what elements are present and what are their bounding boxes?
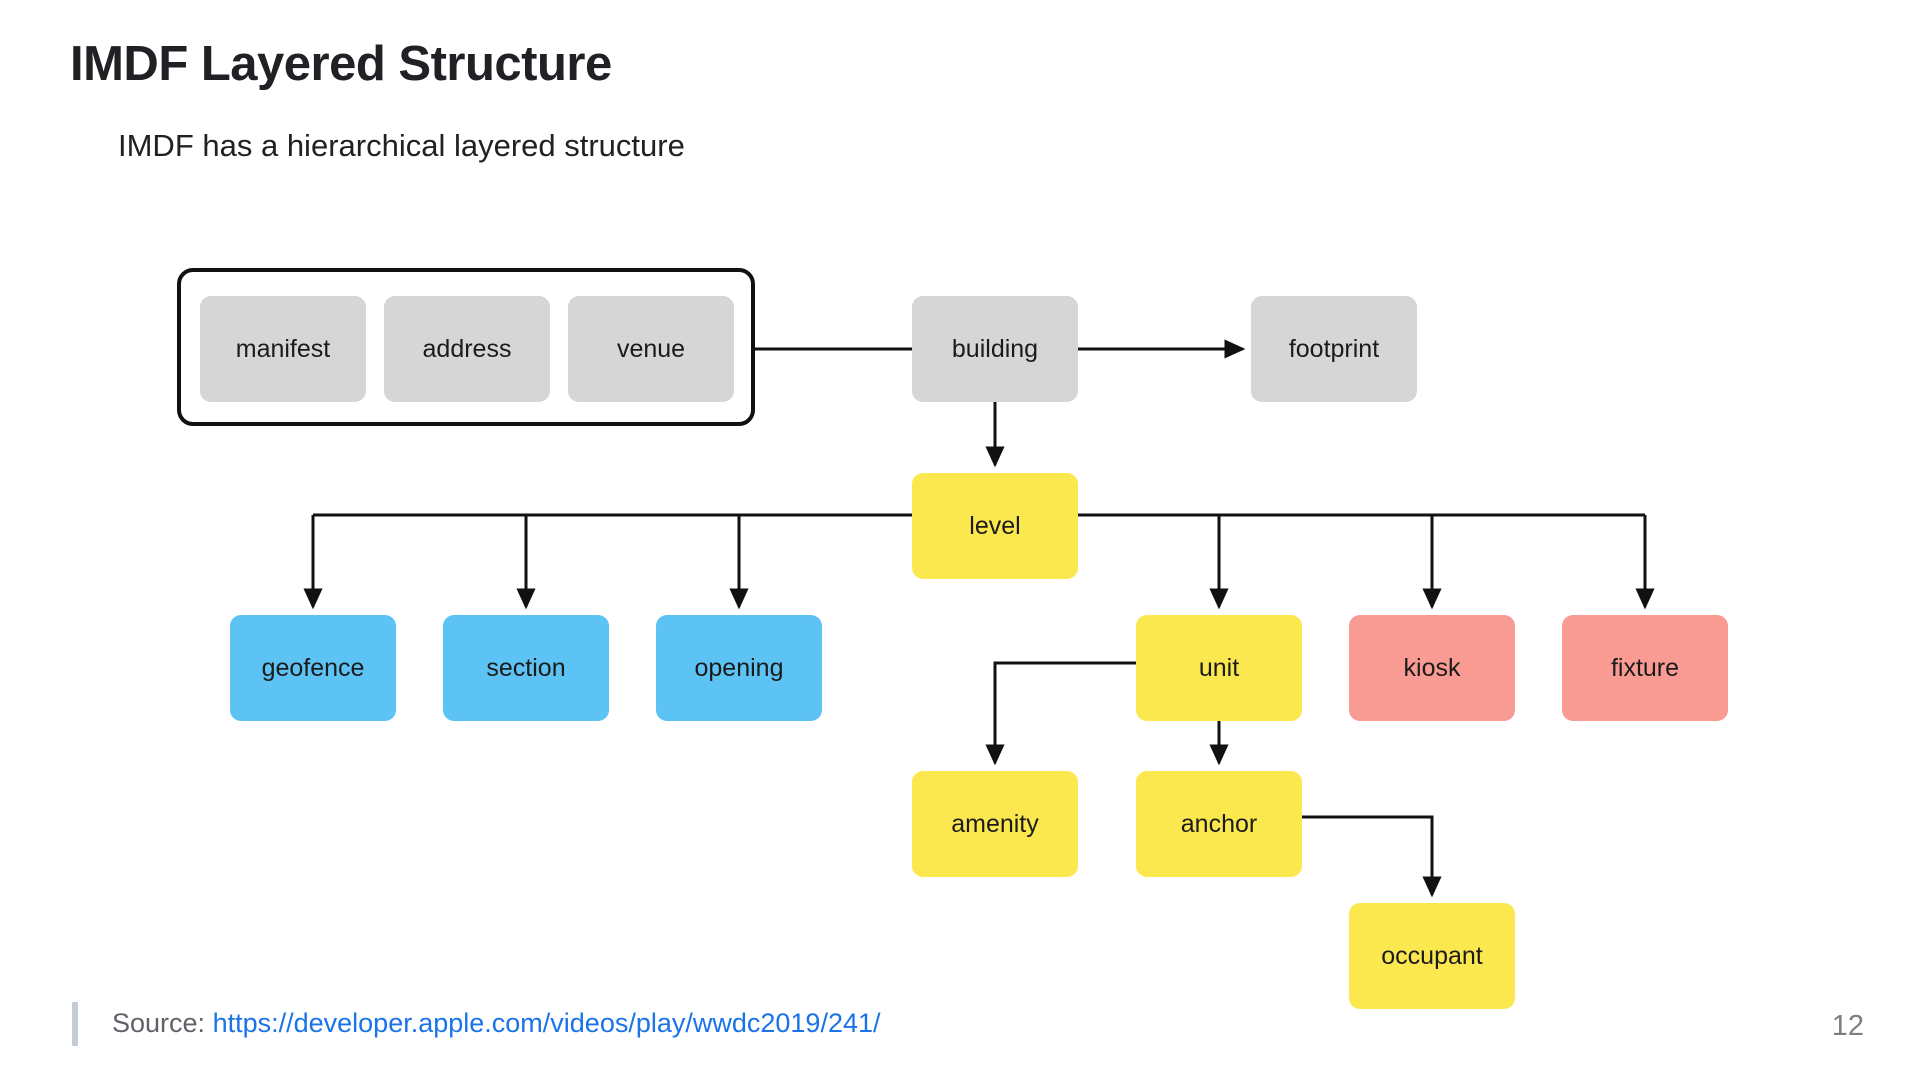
node-address[interactable]: address: [384, 296, 550, 402]
edge-unit-to-amenity: [985, 661, 1136, 766]
node-opening[interactable]: opening: [656, 615, 822, 721]
footer-source-link[interactable]: https://developer.apple.com/videos/play/…: [212, 1008, 881, 1038]
footer-accent-bar: [72, 1002, 78, 1046]
node-fixture[interactable]: fixture: [1562, 615, 1728, 721]
footer-source-label: Source:: [112, 1008, 206, 1038]
node-section[interactable]: section: [443, 615, 609, 721]
node-level[interactable]: level: [912, 473, 1078, 579]
page-subtitle: IMDF has a hierarchical layered structur…: [118, 128, 685, 163]
node-occupant[interactable]: occupant: [1349, 903, 1515, 1009]
node-venue[interactable]: venue: [568, 296, 734, 402]
footer-source: Source: https://developer.apple.com/vide…: [112, 1008, 881, 1039]
node-footprint[interactable]: footprint: [1251, 296, 1417, 402]
node-building[interactable]: building: [912, 296, 1078, 402]
page-number: 12: [1831, 1010, 1864, 1042]
page-title: IMDF Layered Structure: [70, 37, 612, 91]
node-anchor[interactable]: anchor: [1136, 771, 1302, 877]
node-unit[interactable]: unit: [1136, 615, 1302, 721]
node-manifest[interactable]: manifest: [200, 296, 366, 402]
root-group-frame: [177, 268, 755, 426]
node-amenity[interactable]: amenity: [912, 771, 1078, 877]
edge-anchor-to-occupant: [1302, 815, 1442, 898]
node-geofence[interactable]: geofence: [230, 615, 396, 721]
node-kiosk[interactable]: kiosk: [1349, 615, 1515, 721]
